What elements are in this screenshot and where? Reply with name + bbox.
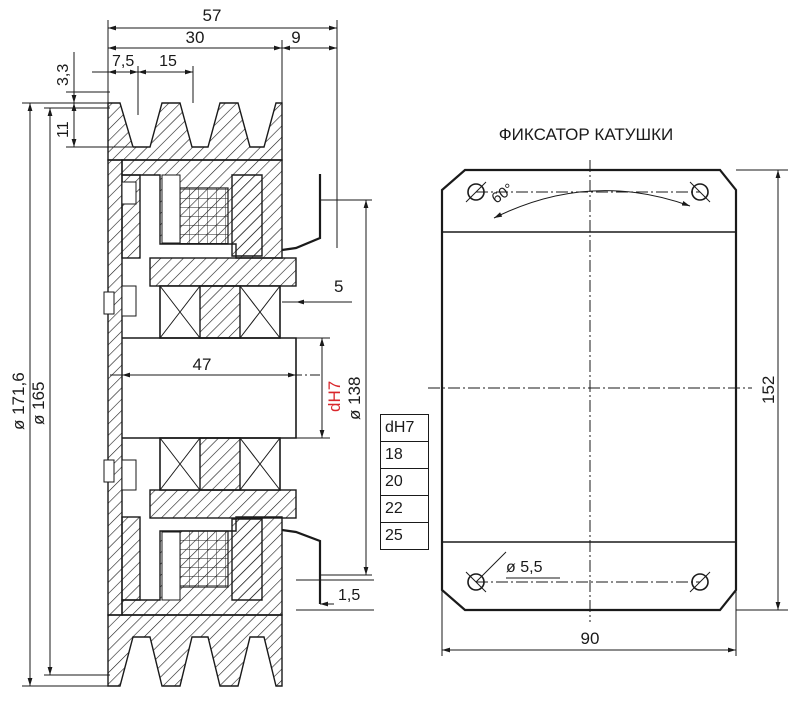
bore-table-cell: 25 — [380, 522, 429, 550]
dim-total-width: 57 — [203, 6, 222, 25]
bore-table-cell: 20 — [380, 468, 429, 496]
dim-groove-offset: 7,5 — [112, 53, 134, 70]
bore-table-cell: 18 — [380, 441, 429, 469]
dim-pitch-diameter: ø 165 — [29, 382, 48, 425]
coil-fixator-view: ФИКСАТОР КАТУШКИ 60° — [428, 125, 788, 656]
dim-width: 90 — [581, 629, 600, 648]
fixator-plate — [440, 168, 738, 612]
bore-table-cell: 22 — [380, 495, 429, 523]
dim-plate-thickness: 1,5 — [338, 587, 360, 604]
dim-outer-diameter: ø 171,6 — [9, 372, 28, 430]
dim-hub-width: 30 — [186, 28, 205, 47]
dim-groove-top: 3,3 — [55, 64, 72, 86]
dim-hole: ø 5,5 — [506, 559, 543, 576]
mounting-hole-top-left — [465, 181, 487, 203]
dim-angle: 60° — [489, 180, 517, 207]
coil-upper — [179, 187, 229, 245]
fixator-title: ФИКСАТОР КАТУШКИ — [499, 125, 673, 144]
fixator-bracket-edge — [281, 174, 322, 252]
dim-groove-depth: 11 — [55, 121, 72, 138]
pulley-upper-grooves — [107, 102, 283, 161]
coil-lower — [179, 530, 229, 588]
bore-size-table: dH7 18 20 22 25 — [380, 414, 429, 550]
mounting-hole-top-right — [689, 181, 711, 203]
dim-flange-offset: 9 — [291, 28, 300, 47]
dim-groove-pitch: 15 — [159, 53, 177, 70]
dim-bore-length: 47 — [193, 355, 212, 374]
dim-bearing-gap: 5 — [334, 277, 343, 296]
dim-bore-label: dH7 — [325, 381, 344, 412]
pulley-lower-grooves — [107, 614, 283, 687]
bore-table-header: dH7 — [380, 414, 429, 442]
dim-height: 152 — [759, 376, 778, 404]
dim-flange-diameter: ø 138 — [345, 377, 364, 420]
pulley-section-view: 57 30 9 7,5 15 3,3 11 ø 171,6 ø 165 47 5… — [9, 6, 374, 687]
mounting-hole-bottom-right — [689, 571, 711, 593]
